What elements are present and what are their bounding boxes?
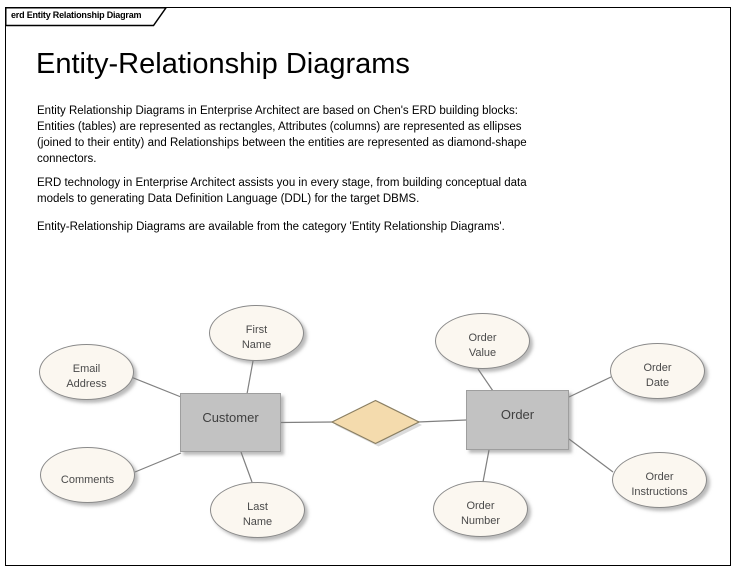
attribute-label: Order Value bbox=[468, 332, 497, 359]
attribute-ellipse-comments[interactable]: Comments bbox=[40, 447, 135, 503]
frame-tab bbox=[5, 7, 168, 27]
attribute-ellipse-email-address[interactable]: Email Address bbox=[39, 344, 134, 400]
attribute-label: First Name bbox=[241, 324, 272, 351]
frame-tab-label: erd Entity Relationship Diagram bbox=[11, 10, 142, 20]
connector-order-date-order[interactable] bbox=[568, 376, 612, 398]
connector-email-address-customer[interactable] bbox=[130, 376, 182, 398]
attribute-label: Order Date bbox=[643, 362, 672, 389]
connector-order-number-order[interactable] bbox=[482, 449, 490, 483]
connector-order-value-order[interactable] bbox=[477, 368, 494, 392]
attribute-label: Email Address bbox=[66, 363, 107, 390]
attribute-ellipse-order-date[interactable]: Order Date bbox=[610, 343, 705, 399]
attribute-ellipse-last-name[interactable]: Last Name bbox=[210, 482, 305, 538]
attribute-ellipse-order-number[interactable]: Order Number bbox=[433, 481, 528, 537]
attribute-label: Comments bbox=[60, 473, 115, 486]
intro-paragraph: Entity Relationship Diagrams in Enterpri… bbox=[37, 105, 527, 165]
attribute-ellipse-order-value[interactable]: Order Value bbox=[435, 313, 530, 369]
page-title: Entity-Relationship Diagrams bbox=[36, 48, 410, 80]
attribute-ellipse-order-instructions[interactable]: Order Instructions bbox=[612, 452, 707, 508]
relationship-diamond[interactable] bbox=[330, 399, 421, 445]
entity-rect-customer[interactable]: Customer bbox=[180, 393, 281, 452]
diagram-frame-border bbox=[5, 7, 731, 566]
attribute-label: Order Number bbox=[460, 500, 501, 527]
entity-label: Order bbox=[500, 407, 535, 422]
entity-label: Customer bbox=[202, 409, 259, 425]
attribute-label: Order Instructions bbox=[631, 471, 688, 498]
technology-paragraph: ERD technology in Enterprise Architect a… bbox=[37, 177, 527, 205]
connector-relationship-order[interactable] bbox=[417, 419, 467, 423]
connector-customer-relationship[interactable] bbox=[280, 421, 334, 424]
attribute-label: Last Name bbox=[242, 501, 273, 528]
entity-rect-order[interactable]: Order bbox=[466, 390, 569, 450]
attribute-ellipse-first-name[interactable]: First Name bbox=[209, 305, 304, 361]
category-paragraph: Entity-Relationship Diagrams are availab… bbox=[37, 221, 505, 233]
connector-comments-customer[interactable] bbox=[134, 452, 182, 473]
connector-order-instructions-order[interactable] bbox=[568, 438, 614, 473]
connector-first-name-customer[interactable] bbox=[246, 360, 254, 395]
connector-last-name-customer[interactable] bbox=[240, 451, 253, 483]
